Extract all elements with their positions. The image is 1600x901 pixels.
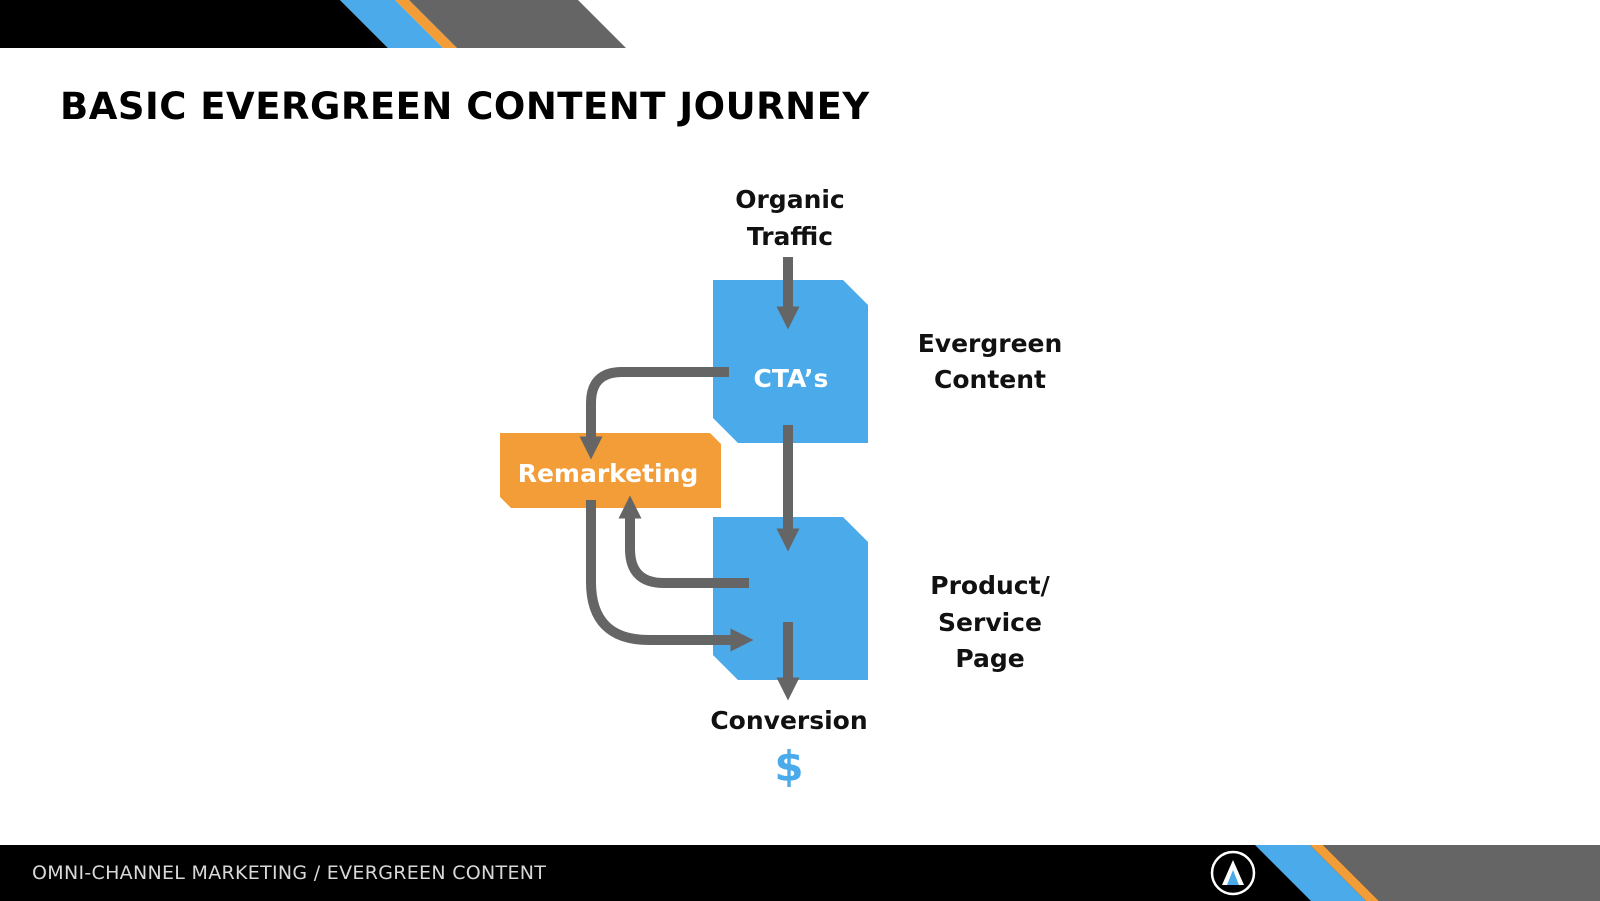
top-decorative-band <box>0 0 626 48</box>
remarketing-box <box>500 433 721 508</box>
footer-bar: OMNI-CHANNEL MARKETING / EVERGREEN CONTE… <box>0 845 1600 901</box>
stage-2-label-line-1: Product/ <box>930 571 1050 600</box>
stage-2-label-line-3: Page <box>955 644 1024 673</box>
mountain-a-logo-icon <box>1210 850 1256 896</box>
cta-box-label: CTA’s <box>754 364 829 393</box>
conversion-label: Conversion <box>710 706 867 735</box>
footer-decorative-band <box>1210 845 1600 901</box>
dollar-icon: $ <box>774 742 803 791</box>
stage-1-label-line-1: Evergreen <box>918 329 1063 358</box>
source-label-line-1: Organic <box>735 185 845 214</box>
arrow-product-to-remarketing <box>618 495 749 588</box>
arrow-remarketing-to-product <box>586 500 754 652</box>
arrow-cta-to-remarketing <box>579 367 729 460</box>
remarketing-box-label: Remarketing <box>518 459 699 488</box>
slide-title: BASIC EVERGREEN CONTENT JOURNEY <box>60 85 870 128</box>
footer-caption: OMNI-CHANNEL MARKETING / EVERGREEN CONTE… <box>32 862 547 884</box>
stage-1-label-line-2: Content <box>934 365 1046 394</box>
cta-box <box>713 280 868 443</box>
source-label-line-2: Traffic <box>747 222 833 251</box>
stage-2-label-line-2: Service <box>938 608 1042 637</box>
